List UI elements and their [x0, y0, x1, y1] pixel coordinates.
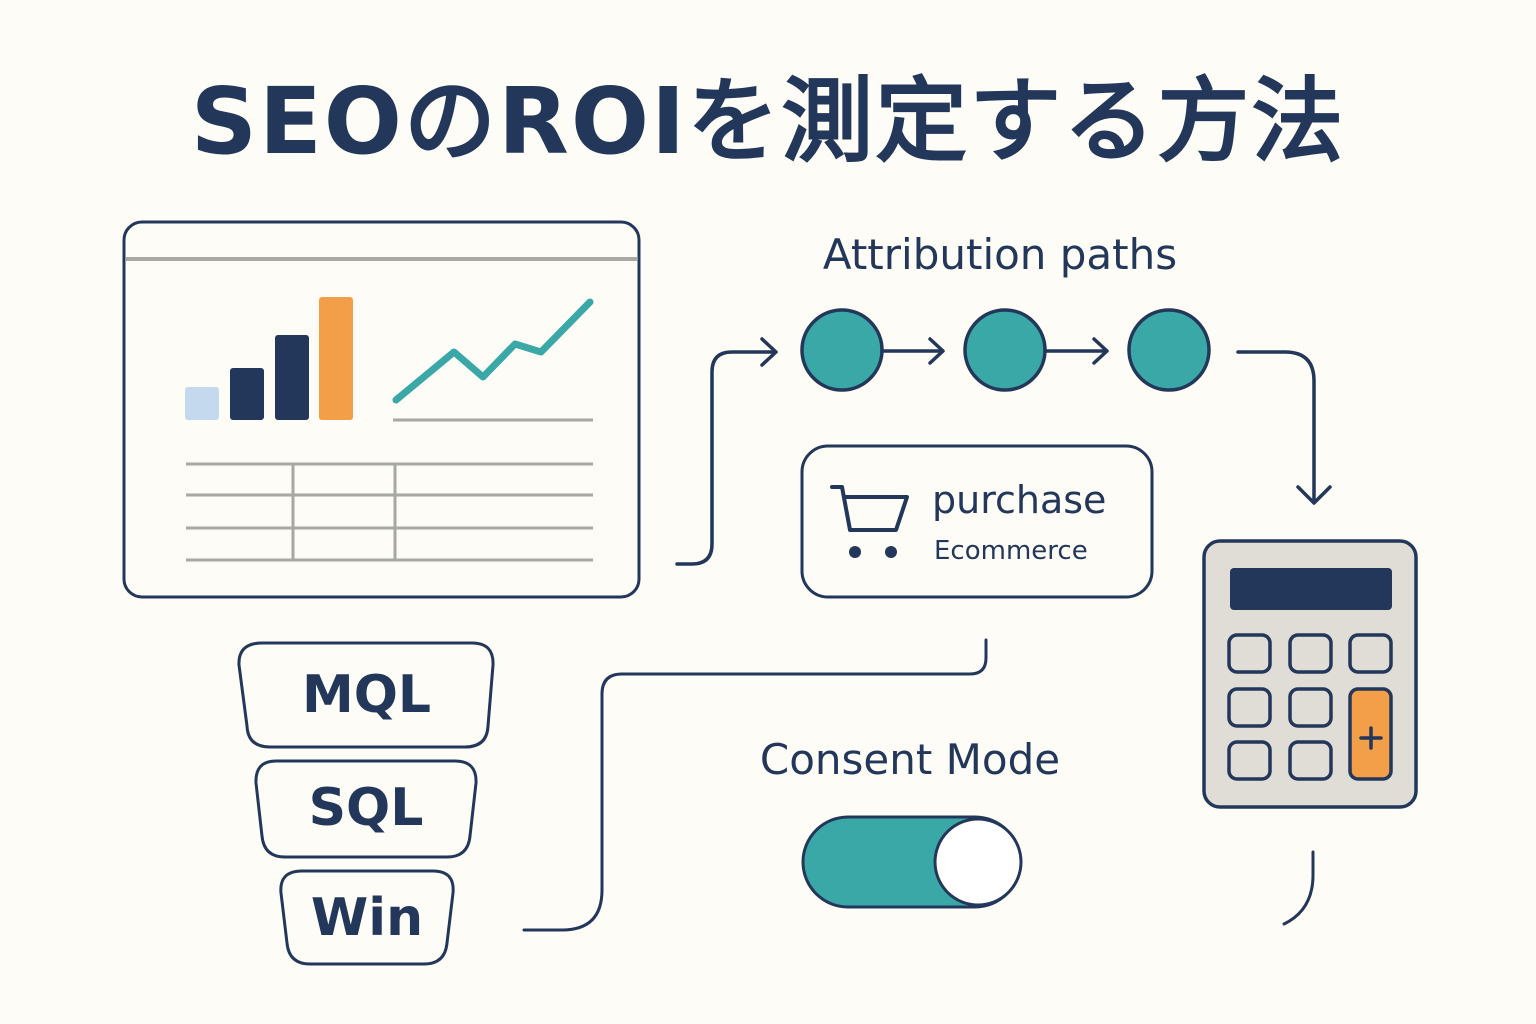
arrow-right-icon — [880, 337, 945, 365]
connector-arrow-attribution-to-calculator — [1236, 350, 1332, 505]
lead-funnel — [237, 641, 495, 966]
consent-mode-toggle[interactable] — [801, 815, 1023, 909]
consent-mode-label: Consent Mode — [759, 735, 1061, 784]
shopping-cart-icon — [830, 485, 909, 558]
arrow-right-icon — [1043, 337, 1109, 365]
attribution-node-2 — [963, 308, 1047, 392]
funnel-stage-mql — [237, 641, 495, 749]
funnel-label-win: Win — [310, 888, 424, 948]
attribution-node-1 — [800, 308, 884, 392]
ecommerce-category-label: Ecommerce — [934, 536, 1088, 566]
funnel-label-mql: MQL — [301, 665, 432, 725]
toggle-knob — [933, 817, 1023, 907]
connector-arrow-dashboard-to-attribution — [675, 337, 778, 566]
attribution-path — [800, 308, 1211, 392]
attribution-node-3 — [1127, 308, 1211, 392]
funnel-stage-win — [279, 869, 455, 966]
purchase-event-label: purchase — [932, 478, 1107, 522]
line-chart-icon — [392, 298, 594, 422]
page-title: SEOのROIを測定する方法 — [190, 68, 1346, 175]
analytics-dashboard-icon — [122, 220, 641, 599]
connector-line-purchase-to-funnel — [522, 638, 988, 932]
calculator-icon — [1202, 539, 1418, 809]
purchase-event-card — [800, 444, 1154, 599]
funnel-label-sql: SQL — [308, 778, 424, 838]
bar-chart-icon — [185, 297, 353, 420]
attribution-paths-label: Attribution paths — [822, 230, 1178, 279]
plus-icon — [1359, 726, 1383, 750]
data-table-icon — [186, 462, 593, 562]
connector-line-calculator-tail — [1282, 850, 1315, 926]
funnel-stage-sql — [254, 759, 478, 859]
